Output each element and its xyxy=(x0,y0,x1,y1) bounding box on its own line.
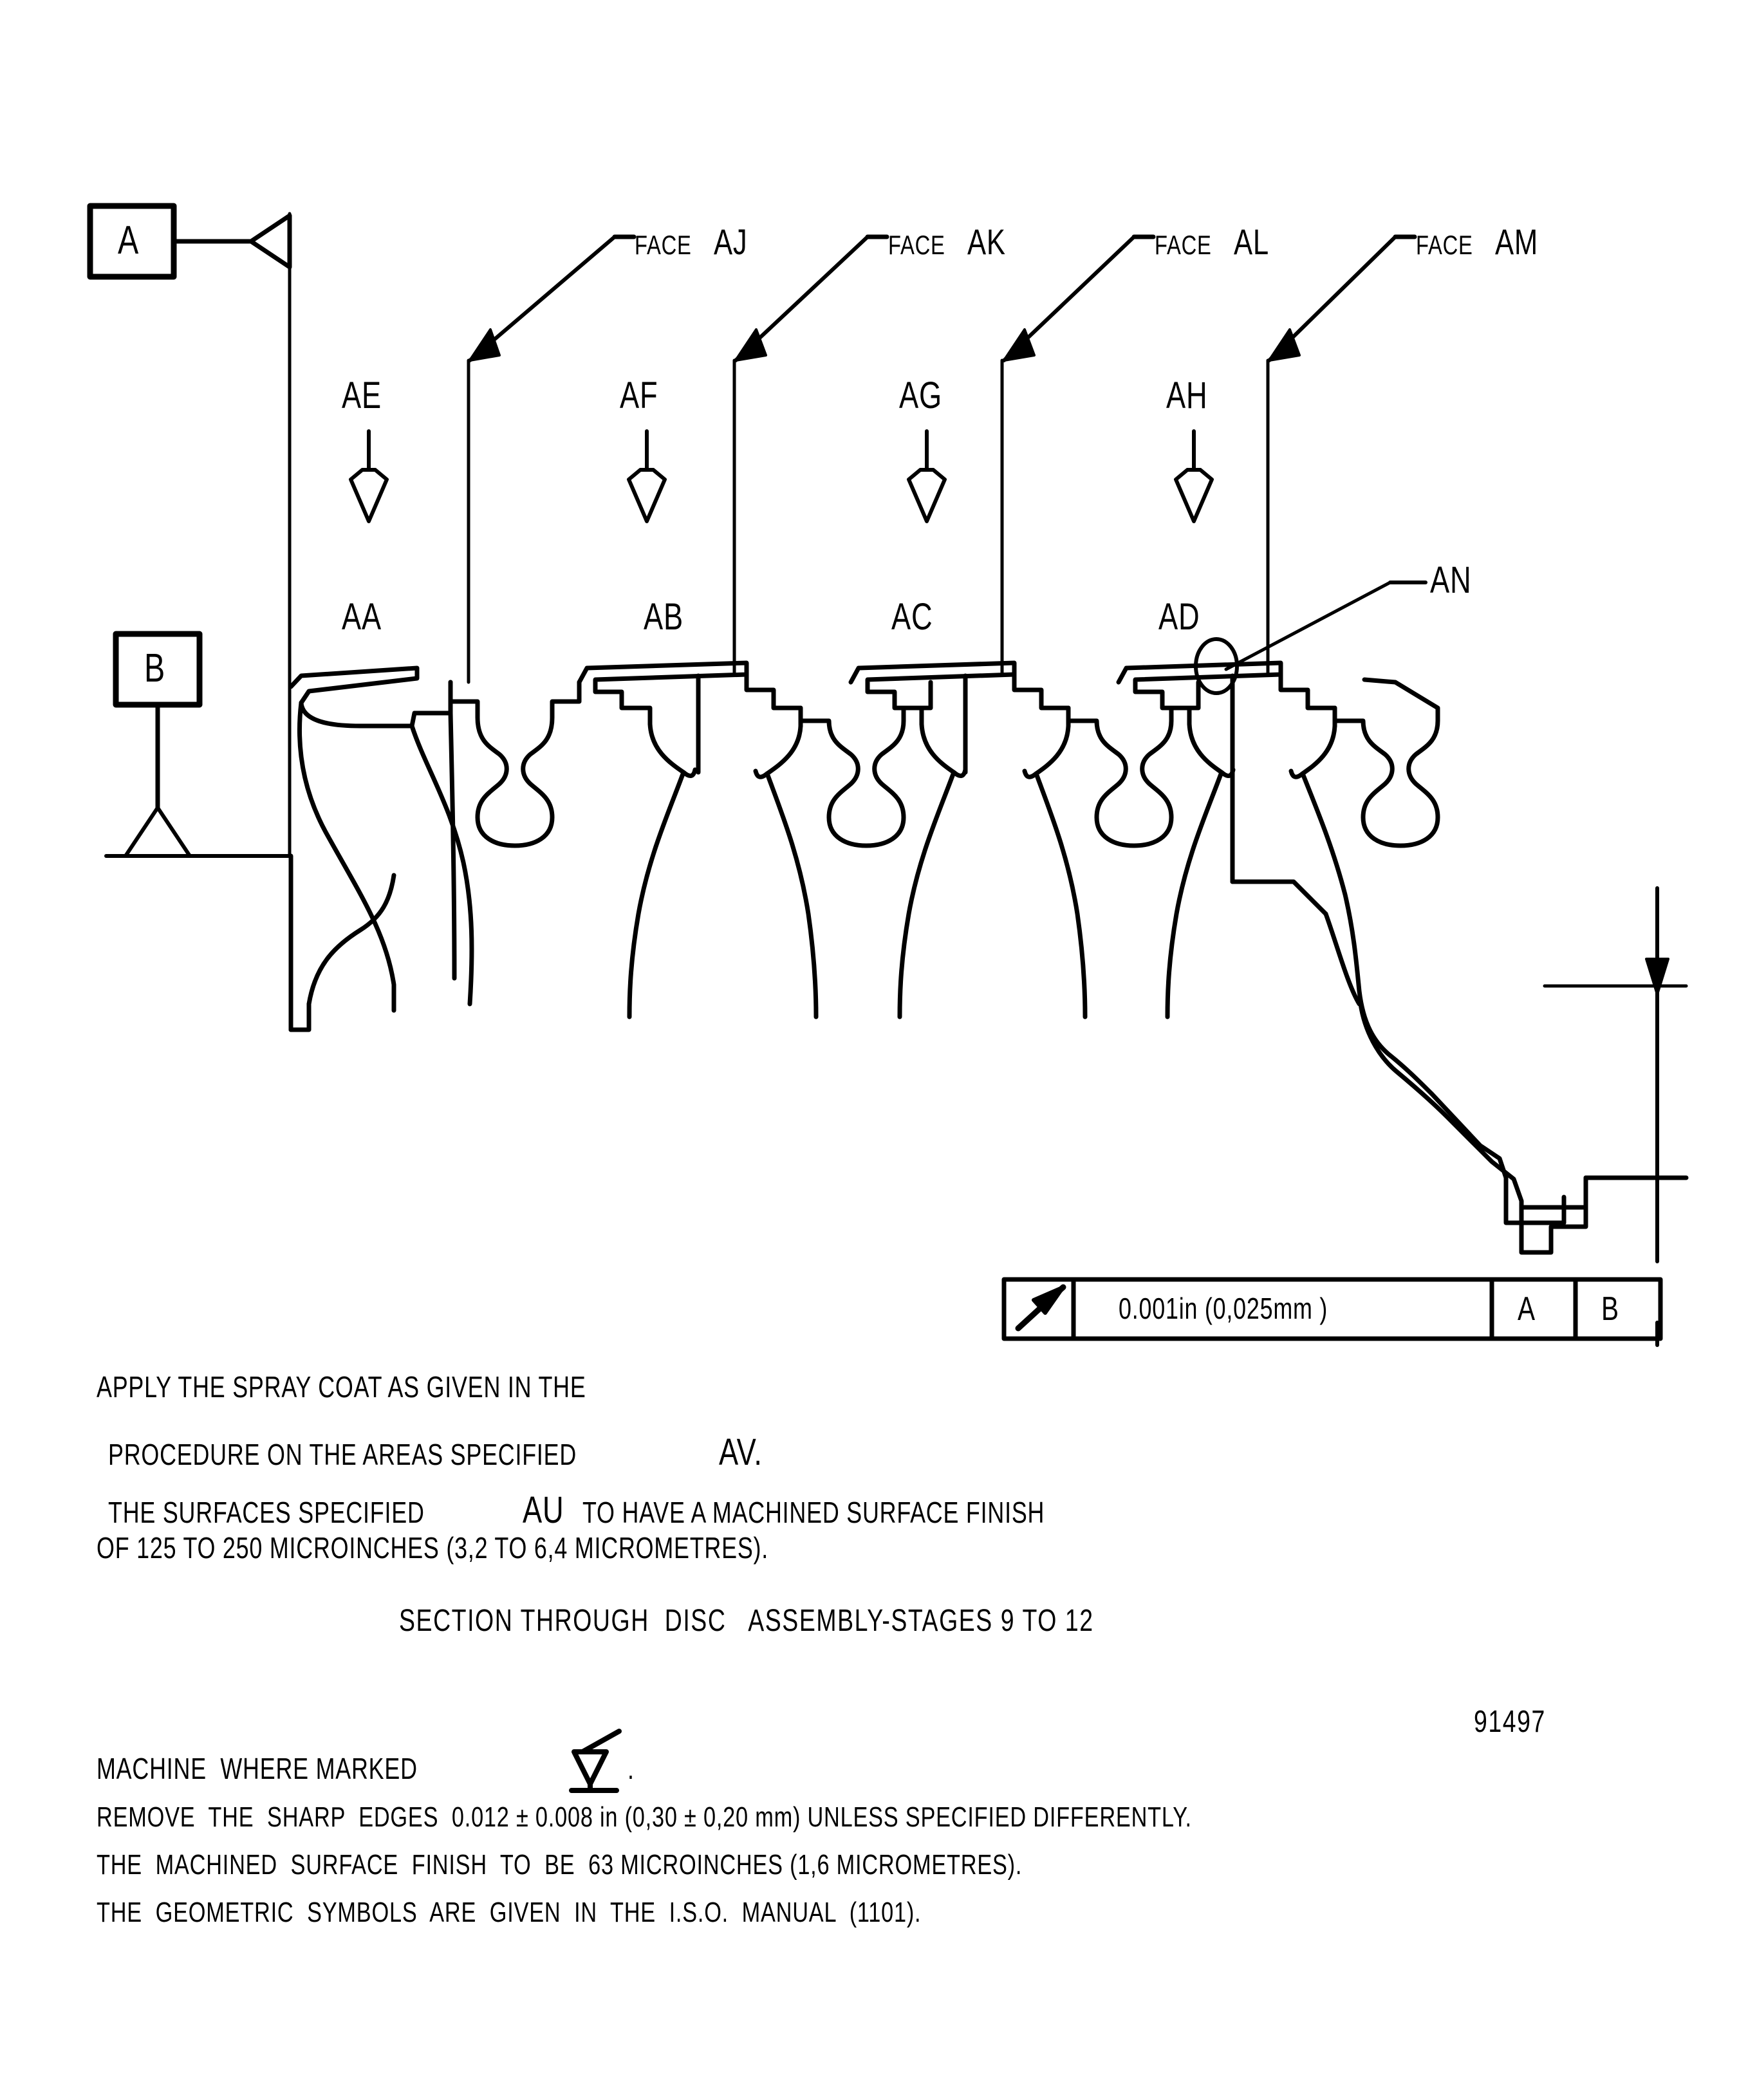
face-prefix-ak: FACE xyxy=(888,230,945,260)
disc-blade-root-profiles xyxy=(448,660,1440,1019)
note-surface-finish-line2: OF 125 TO 250 MICROINCHES (3,2 TO 6,4 MI… xyxy=(97,1531,769,1565)
arrow-label-ae: AE xyxy=(342,375,382,416)
rear-cone-section xyxy=(1300,771,1689,1255)
fcf-datum-primary: A xyxy=(1518,1290,1536,1328)
surface-area-arrows xyxy=(349,429,1214,523)
face-code-aj: AJ xyxy=(714,221,748,262)
arrow-label-af: AF xyxy=(620,375,658,416)
face-callout-aj: FACE AJ xyxy=(623,214,758,270)
note-machine-where-marked: MACHINE WHERE MARKED xyxy=(97,1752,418,1785)
arrow-ag xyxy=(907,429,947,523)
note-machine-where-marked-period: . xyxy=(628,1752,635,1785)
face-callout-am: FACE AM xyxy=(1404,214,1550,270)
circular-runout-icon xyxy=(1015,1284,1066,1332)
part-number: 91497 xyxy=(1474,1705,1546,1739)
note-spray-coat-area-code: AV. xyxy=(719,1431,763,1473)
face-prefix-am: FACE xyxy=(1415,230,1473,260)
note-spray-coat-line2: PROCEDURE ON THE AREAS SPECIFIED AV. xyxy=(97,1424,775,1482)
area-label-ac: AC xyxy=(891,596,933,638)
area-label-aa: AA xyxy=(342,596,382,638)
face-code-am: AM xyxy=(1495,221,1539,262)
note-remove-sharp-edges: REMOVE THE SHARP EDGES 0.012 ± 0.008 in … xyxy=(97,1801,1192,1833)
note-surface-finish-text-b: TO HAVE A MACHINED SURFACE FINISH xyxy=(582,1496,1045,1529)
face-code-ak: AK xyxy=(967,221,1007,262)
note-surface-finish-text-a: THE SURFACES SPECIFIED xyxy=(107,1496,425,1529)
arrow-label-ah: AH xyxy=(1166,375,1208,416)
datum-a-symbol xyxy=(87,203,292,858)
face-callout-al: FACE AL xyxy=(1143,214,1279,270)
arrow-af xyxy=(627,429,667,523)
note-surface-finish-line1: THE SURFACES SPECIFIED AU TO HAVE A MACHIN… xyxy=(97,1482,1175,1539)
runout-dimension-line xyxy=(1543,886,1688,1347)
face-prefix-al: FACE xyxy=(1154,230,1212,260)
section-title: SECTION THROUGH DISC ASSEMBLY-STAGES 9 T… xyxy=(399,1604,1094,1638)
feature-control-frame-box xyxy=(1001,1277,1663,1341)
arrow-label-ag: AG xyxy=(899,375,942,416)
detail-label-an: AN xyxy=(1430,559,1472,601)
note-spray-coat-line1: APPLY THE SPRAY COAT AS GIVEN IN THE xyxy=(97,1370,586,1404)
area-label-ab: AB xyxy=(644,596,683,638)
fcf-datum-secondary: B xyxy=(1601,1290,1619,1328)
face-extension-lines xyxy=(467,358,1270,684)
fcf-tolerance-value: 0.001in (0,025mm ) xyxy=(1119,1292,1328,1325)
face-callout-ak: FACE AK xyxy=(877,214,1017,270)
datum-b-symbol xyxy=(104,631,293,858)
note-spray-coat-line2-text: PROCEDURE ON THE AREAS SPECIFIED xyxy=(107,1438,577,1471)
face-leader-lines xyxy=(468,234,1417,362)
area-label-ad: AD xyxy=(1158,596,1200,638)
note-geometric-symbols: THE GEOMETRIC SYMBOLS ARE GIVEN IN THE I… xyxy=(97,1897,922,1928)
arrow-ah xyxy=(1174,429,1214,523)
disc-section-profile xyxy=(288,665,474,1032)
face-code-al: AL xyxy=(1234,221,1270,262)
face-prefix-aj: FACE xyxy=(634,230,692,260)
machining-symbol-icon xyxy=(569,1729,622,1793)
arrow-ae xyxy=(349,429,389,523)
datum-b-label: B xyxy=(144,646,166,691)
note-surface-finish-code: AU xyxy=(523,1489,564,1531)
note-machined-surface-finish: THE MACHINED SURFACE FINISH TO BE 63 MIC… xyxy=(97,1849,1023,1881)
datum-a-label: A xyxy=(118,218,140,263)
